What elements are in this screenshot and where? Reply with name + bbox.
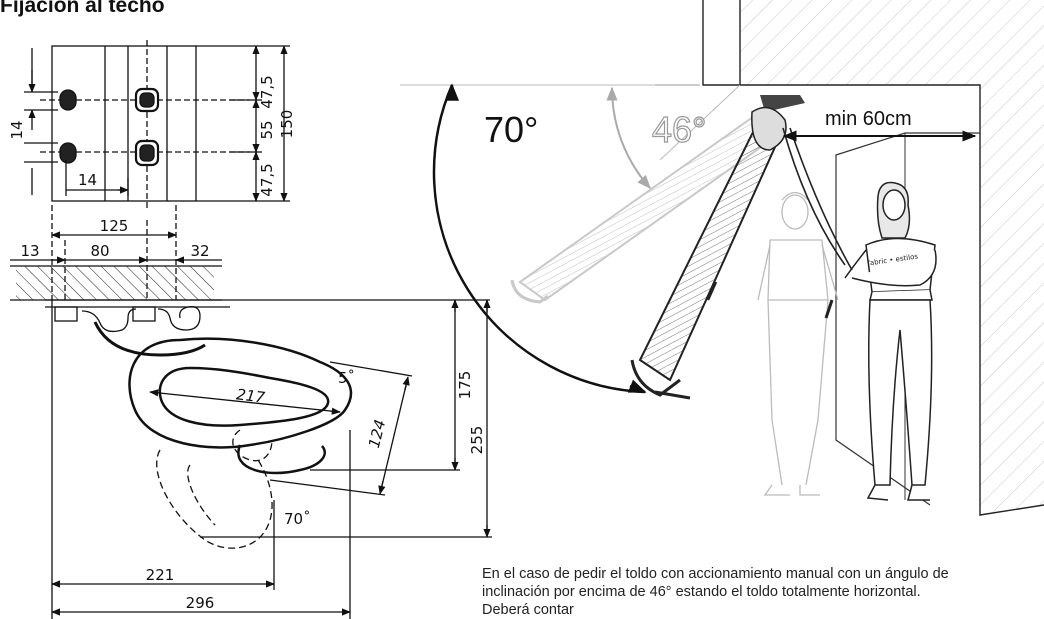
dim-175: 175 [456,371,474,400]
woman-figure [844,181,937,501]
min-clearance-label: min 60cm [825,108,912,130]
angle-46-label: 46° [652,109,706,150]
dim-255: 255 [468,426,486,455]
room-scene: fabric • estilos [400,0,1044,516]
dim-55: 55 [258,120,276,139]
dim-80: 80 [90,242,109,260]
dim-14-inner: 14 [78,171,97,189]
manual-operation-note: En el caso de pedir el toldo con acciona… [482,566,949,618]
dim-296: 296 [186,594,215,612]
dim-217: 217 [235,385,266,406]
bracket-top-view [24,40,290,210]
page-title: Fijación al techo [0,0,165,17]
dim-47-5-top: 47,5 [258,75,276,108]
dim-14-left: 14 [8,120,26,139]
dim-47-5-bottom: 47,5 [258,163,276,196]
dim-125: 125 [100,217,129,235]
dim-32: 32 [190,242,209,260]
dim-angle-5: 5˚ [338,369,355,387]
dim-angle-70: 70˚ [284,510,311,528]
dim-221: 221 [146,566,175,584]
bracket-side-view [10,205,492,619]
dim-150: 150 [278,110,296,139]
dim-13: 13 [20,242,39,260]
angle-70-label: 70° [484,109,538,150]
dim-124: 124 [365,418,389,450]
